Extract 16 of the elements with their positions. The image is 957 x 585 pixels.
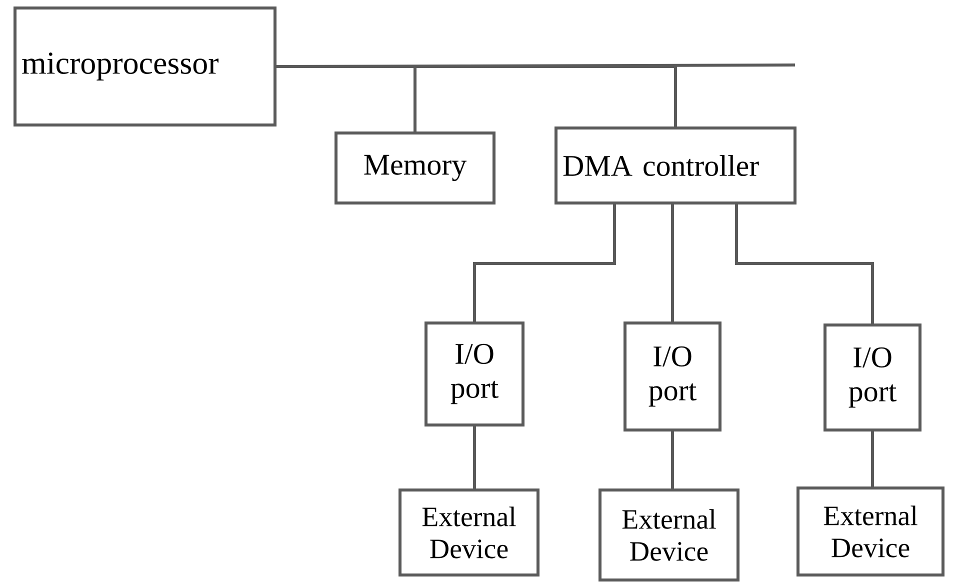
- connector-line: [473, 204, 616, 322]
- connector-line: [671, 432, 674, 488]
- connector-line: [276, 64, 795, 68]
- box: I/O port: [624, 322, 722, 432]
- box: DMA controller: [554, 126, 796, 204]
- box: External Device: [796, 486, 944, 576]
- box: External Device: [398, 488, 540, 576]
- connector-line: [473, 426, 476, 488]
- box: I/O port: [824, 324, 922, 432]
- box: microprocessor: [14, 6, 276, 126]
- connector-line: [871, 432, 874, 486]
- box: External Device: [598, 488, 740, 582]
- connector-line: [735, 204, 874, 324]
- box: Memory: [334, 132, 496, 204]
- connector-line: [671, 204, 674, 322]
- box: I/O port: [424, 322, 524, 426]
